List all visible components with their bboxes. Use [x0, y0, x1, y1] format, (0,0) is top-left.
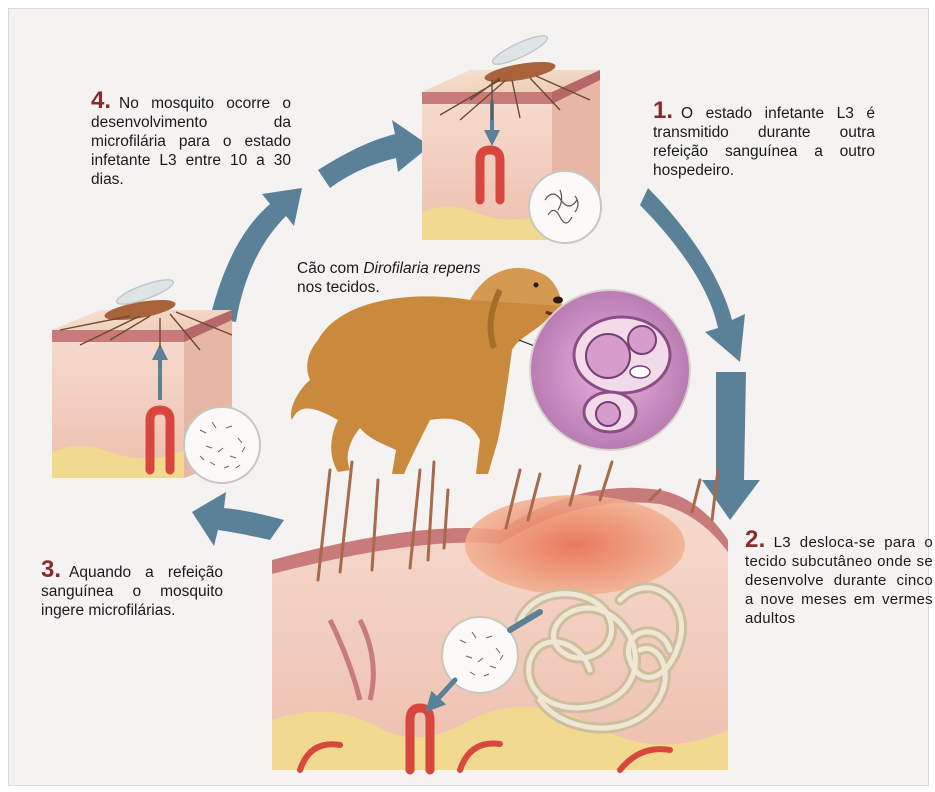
- caption-prefix: Cão com: [297, 260, 363, 277]
- step-4-number: 4.: [91, 87, 111, 114]
- step-4-description: No mosquito ocorre o desenvolvimento da …: [91, 95, 291, 188]
- caption-species: Dirofilaria repens: [363, 260, 480, 277]
- microfilaria-circle-left: [184, 407, 260, 483]
- arrow-left: [210, 188, 302, 322]
- caption-suffix: nos tecidos.: [297, 279, 380, 296]
- step-1-description: O estado infetante L3 é transmitido dura…: [653, 105, 875, 179]
- step-1-text: 1.O estado infetante L3 é transmitido du…: [653, 101, 875, 180]
- arrow-bottom-left: [192, 492, 284, 546]
- histology-circle: [530, 290, 690, 450]
- microfilaria-circle-top: [529, 171, 601, 243]
- skin-cross-section: [272, 462, 728, 770]
- step-4-text: 4.No mosquito ocorre o desenvolvimento d…: [91, 91, 291, 189]
- arrow-top: [318, 120, 430, 188]
- step-2-description: L3 desloca-se para o tecido subcutâneo o…: [745, 534, 933, 627]
- step-2-text: 2.L3 desloca-se para o tecido subcutâneo…: [745, 530, 933, 628]
- step-1-number: 1.: [653, 97, 673, 124]
- step-3-text: 3.Aquando a refeição sanguínea o mosquit…: [41, 560, 223, 620]
- dog-illustration: [291, 268, 563, 474]
- step-3-number: 3.: [41, 556, 61, 583]
- arrow-right-lower: [702, 372, 760, 520]
- center-caption: Cão com Dirofilaria repens nos tecidos.: [297, 259, 487, 297]
- step-2-number: 2.: [745, 526, 766, 553]
- step-3-description: Aquando a refeição sanguínea o mosquito …: [41, 564, 223, 619]
